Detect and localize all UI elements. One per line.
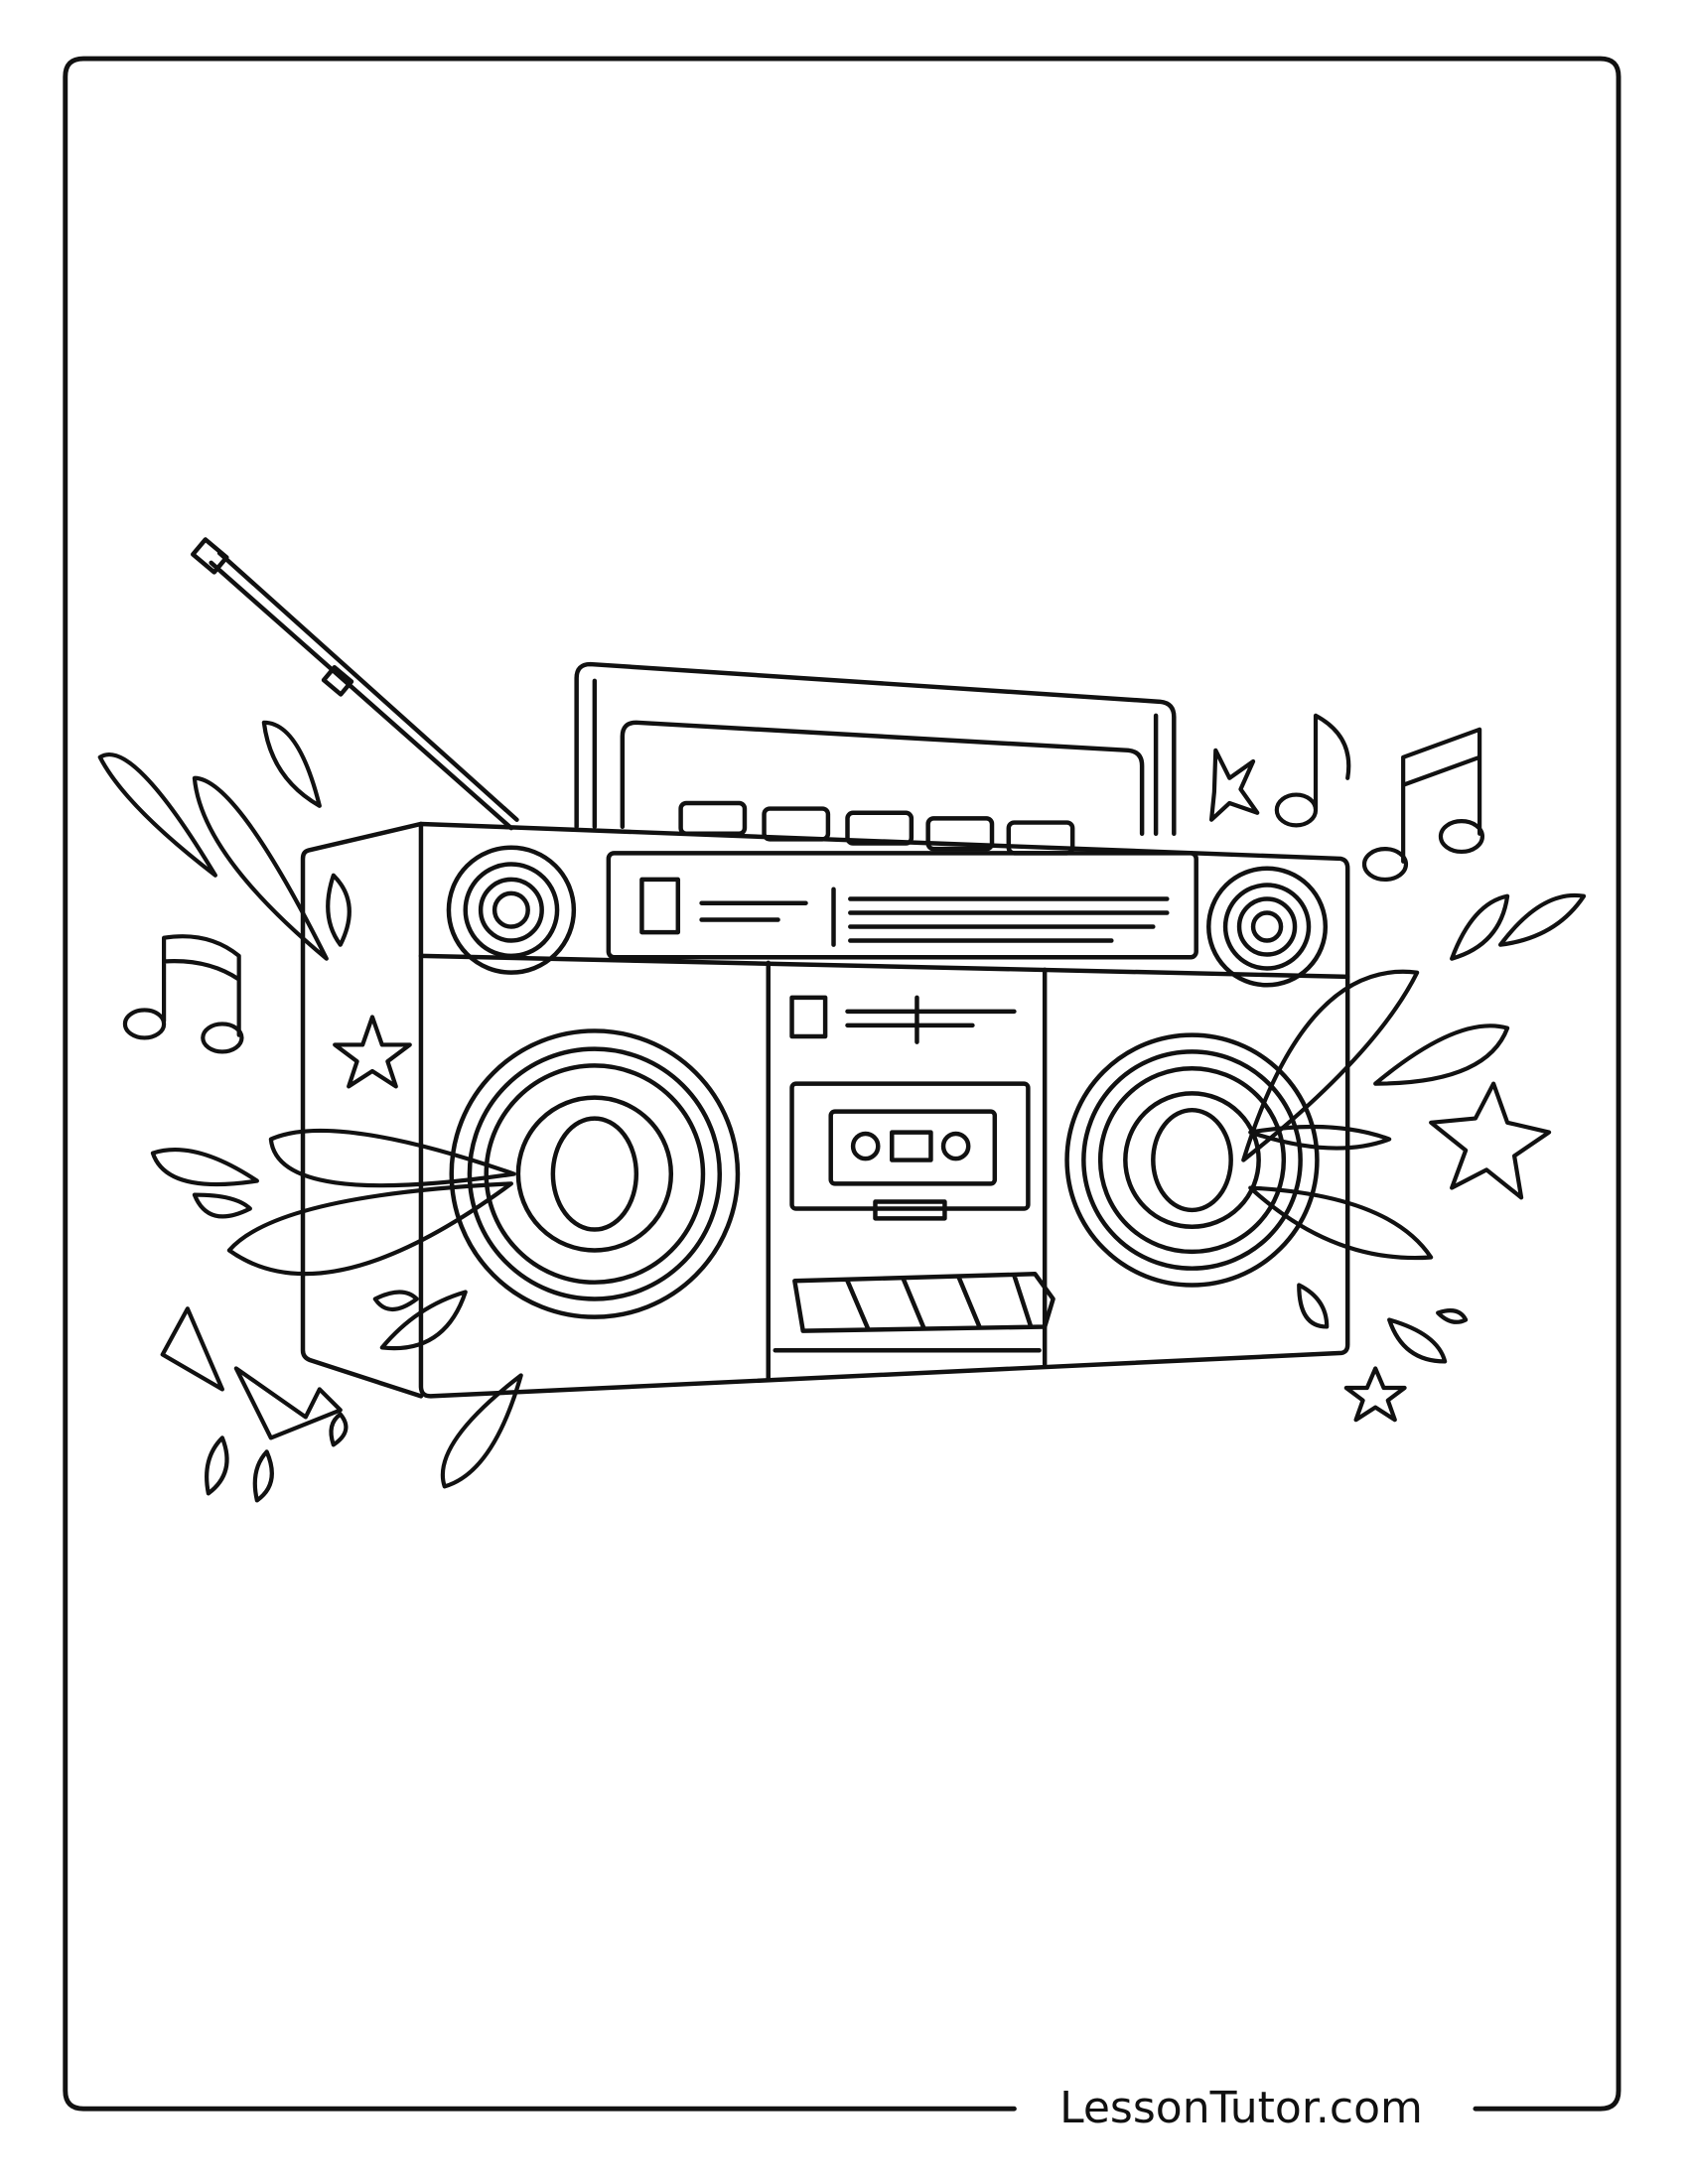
body-side (300, 821, 424, 1399)
stars (333, 748, 1552, 1423)
speaker-right (1064, 1032, 1320, 1288)
antenna (209, 560, 514, 831)
tuner-display (606, 851, 1198, 960)
speaker-left (449, 1028, 741, 1319)
tweeter-left (446, 845, 577, 975)
music-notes (122, 713, 1485, 1054)
body-front (418, 821, 1350, 1399)
page-frame (63, 56, 1621, 2112)
boombox (191, 537, 1350, 1399)
handle (574, 661, 1177, 836)
splash-drops (97, 720, 1587, 1503)
cassette-keys (792, 1272, 1055, 1333)
footer-site-credit: LessonTutor.com (1033, 2079, 1450, 2138)
cassette-door (789, 1081, 1031, 1211)
tweeter-right (1206, 866, 1329, 988)
